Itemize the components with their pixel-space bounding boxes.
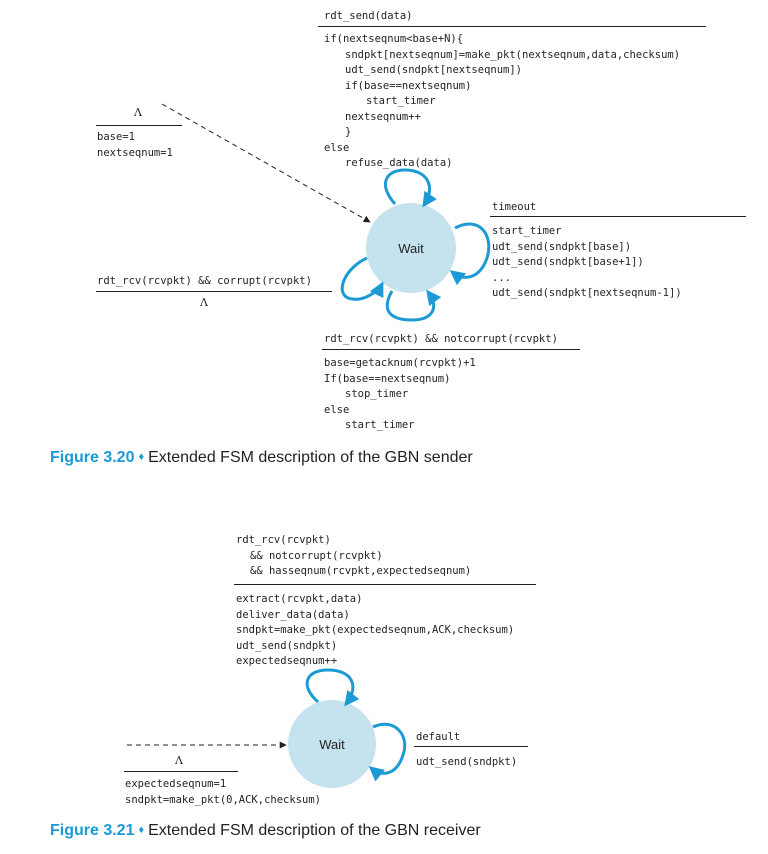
sender-send-rule <box>318 26 706 27</box>
code-line: if(nextseqnum<base+N){ <box>324 33 464 45</box>
code-line: If(base==nextseqnum) <box>324 372 451 385</box>
code-line: ... <box>492 271 511 284</box>
sender-init-actions: base=1 nextseqnum=1 <box>97 130 173 161</box>
code-line: start_timer <box>345 419 415 431</box>
receiver-state-label: Wait <box>319 737 345 752</box>
receiver-receive-actions: extract(rcvpkt,data) deliver_data(data)sn… <box>236 592 514 670</box>
code-line: stop_timer <box>345 388 409 400</box>
code-line: start_timer <box>492 225 562 237</box>
sender-timeout-event: timeout <box>492 201 537 213</box>
sender-state-label: Wait <box>398 241 424 256</box>
code-line: nextseqnum++ <box>345 110 421 123</box>
receiver-receive-rule <box>234 584 536 585</box>
code-line: else <box>324 141 350 154</box>
receiver-default-event: default <box>416 731 461 743</box>
figure-3-20-caption: Figure 3.20♦Extended FSM description of … <box>50 449 473 467</box>
sender-send-loop <box>383 168 437 208</box>
code-line: base=1 <box>97 131 135 143</box>
code-line: && notcorrupt(rcvpkt) <box>250 549 383 562</box>
caption-text: Extended FSM description of the GBN send… <box>148 449 473 466</box>
sender-init-lambda: Λ <box>134 106 142 119</box>
figure-3-21-caption: Figure 3.21♦Extended FSM description of … <box>50 822 481 840</box>
code-line: else <box>324 403 350 416</box>
sender-ack-event: rdt_rcv(rcvpkt) && notcorrupt(rcvpkt) <box>324 333 558 345</box>
diamond-icon: ♦ <box>138 451 145 463</box>
sender-init-rule <box>96 125 182 126</box>
code-line: rdt_rcv(rcvpkt) <box>236 534 331 546</box>
sender-corrupt-loop <box>340 256 384 301</box>
sender-send-actions: if(nextseqnum<base+N){ sndpkt[nextseqnum]… <box>324 32 680 172</box>
sender-send-event: rdt_send(data) <box>324 10 413 22</box>
code-line: expectedseqnum++ <box>236 655 338 667</box>
code-line: refuse_data(data) <box>345 157 453 169</box>
code-line: udt_send(sndpkt[nextseqnum]) <box>345 64 523 76</box>
receiver-wait-state <box>288 700 376 788</box>
code-line: sndpkt=make_pkt(expectedseqnum,ACK,check… <box>236 624 515 636</box>
code-line: udt_send(sndpkt[base+1]) <box>492 256 644 268</box>
receiver-receive-event: rdt_rcv(rcvpkt) && notcorrupt(rcvpkt) && h… <box>236 533 471 580</box>
sender-corrupt-event: rdt_rcv(rcvpkt) && corrupt(rcvpkt) <box>97 275 312 287</box>
code-line: sndpkt[nextseqnum]=make_pkt(nextseqnum,d… <box>345 48 681 61</box>
code-line: && hasseqnum(rcvpkt,expectedseqnum) <box>250 565 472 577</box>
code-line: extract(rcvpkt,data) <box>236 593 363 605</box>
code-line: sndpkt=make_pkt(0,ACK,checksum) <box>125 793 321 806</box>
caption-text: Extended FSM description of the GBN rece… <box>148 822 481 839</box>
sender-wait-state <box>366 203 456 293</box>
code-line: deliver_data(data) <box>236 608 350 621</box>
sender-ack-rule <box>322 349 580 350</box>
code-line: udt_send(sndpkt[base]) <box>492 240 632 253</box>
code-line: } <box>345 126 352 138</box>
receiver-init-actions: expectedseqnum=1 sndpkt=make_pkt(0,ACK,ch… <box>125 777 321 808</box>
code-line: udt_send(sndpkt) <box>236 639 338 652</box>
sender-corrupt-rule <box>96 291 332 292</box>
sender-timeout-loop <box>449 222 491 286</box>
sender-corrupt-lambda: Λ <box>200 296 208 309</box>
receiver-default-rule <box>414 746 528 747</box>
figure-label: Figure 3.20 <box>50 449 135 466</box>
sender-initial-arrow <box>161 103 371 223</box>
receiver-default-action: udt_send(sndpkt) <box>416 756 518 768</box>
receiver-init-lambda: Λ <box>175 754 183 767</box>
diamond-icon: ♦ <box>138 824 145 836</box>
receiver-receive-loop <box>305 668 360 707</box>
receiver-default-loop <box>368 722 407 782</box>
sender-timeout-actions: start_timer udt_send(sndpkt[base]) udt_sen… <box>492 224 682 302</box>
receiver-init-rule <box>124 771 238 772</box>
sender-ack-loop <box>385 289 442 322</box>
code-line: expectedseqnum=1 <box>125 778 227 790</box>
code-line: nextseqnum=1 <box>97 146 173 159</box>
code-line: if(base==nextseqnum) <box>345 79 472 92</box>
sender-timeout-rule <box>490 216 746 217</box>
code-line: base=getacknum(rcvpkt)+1 <box>324 357 476 369</box>
figure-label: Figure 3.21 <box>50 822 135 839</box>
code-line: udt_send(sndpkt[nextseqnum-1]) <box>492 287 682 299</box>
code-line: start_timer <box>366 95 436 107</box>
